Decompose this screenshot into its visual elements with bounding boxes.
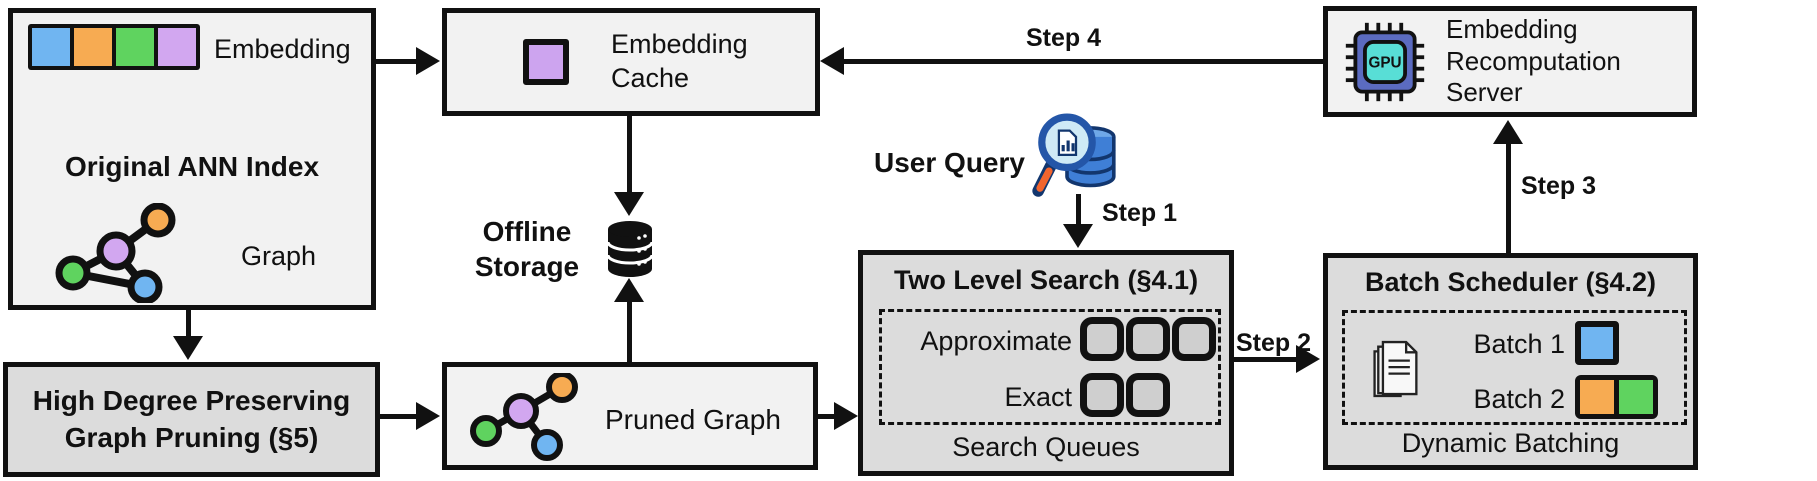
arrow-pruned-graph-to-search bbox=[816, 414, 838, 419]
batch2-squares bbox=[1575, 375, 1658, 419]
dynamic-batching-panel: Batch 1 Batch 2 bbox=[1342, 310, 1687, 425]
queue-slot bbox=[1126, 373, 1170, 417]
arrowhead bbox=[614, 192, 644, 216]
arrow-step3 bbox=[1506, 142, 1511, 253]
arrow-step2 bbox=[1232, 357, 1300, 362]
ann-index-title: Original ANN Index bbox=[64, 151, 320, 182]
graph-pruning-title: High Degree Preserving Graph Pruning (§5… bbox=[32, 385, 351, 453]
dynamic-batching-footer: Dynamic Batching bbox=[1401, 428, 1620, 458]
user-query-label: User Query bbox=[874, 147, 1025, 178]
arrowhead bbox=[173, 336, 203, 360]
exact-label: Exact bbox=[1004, 382, 1072, 412]
arrowhead bbox=[614, 278, 644, 302]
arrow-pruned-graph-to-storage bbox=[627, 300, 632, 362]
arrowhead bbox=[416, 47, 440, 75]
embedding-vector-icon bbox=[28, 24, 200, 70]
search-queues-panel: Approximate Exact bbox=[879, 309, 1221, 425]
arrow-step4 bbox=[842, 59, 1323, 64]
batch1-label: Batch 1 bbox=[1473, 329, 1565, 359]
arrowhead bbox=[834, 402, 858, 430]
batch2-square-green bbox=[1619, 380, 1653, 414]
arrow-cache-to-storage bbox=[627, 114, 632, 196]
graph-icon bbox=[470, 373, 578, 461]
embedding-label: Embedding bbox=[214, 34, 351, 64]
magnifier-database-icon bbox=[1032, 113, 1116, 197]
graph-icon bbox=[55, 203, 176, 303]
embedding-cell-purple bbox=[158, 28, 196, 66]
embedding-cache-title: Embedding Cache bbox=[611, 29, 748, 93]
embedding-cell-orange bbox=[74, 28, 112, 66]
offline-storage-label: Offline Storage bbox=[474, 216, 580, 282]
gpu-chip-icon: GPU bbox=[1345, 22, 1425, 101]
queue-slot bbox=[1080, 373, 1124, 417]
step3-label: Step 3 bbox=[1521, 172, 1597, 200]
graph-pruning-box: High Degree Preserving Graph Pruning (§5… bbox=[3, 362, 380, 477]
queue-slot bbox=[1172, 317, 1216, 361]
arrowhead bbox=[1296, 345, 1320, 373]
arrowhead bbox=[416, 402, 440, 430]
database-icon bbox=[606, 221, 654, 277]
arrowhead bbox=[1493, 120, 1523, 144]
arrowhead bbox=[1063, 224, 1093, 248]
embedding-cache-box: Embedding Cache bbox=[442, 8, 820, 116]
two-level-search-box: Two Level Search (§4.1) Approximate Exac… bbox=[858, 250, 1234, 476]
pruned-graph-box: Pruned Graph bbox=[442, 362, 818, 470]
pruned-graph-label: Pruned Graph bbox=[605, 404, 781, 435]
original-ann-index-box: Embedding Original ANN Index Graph bbox=[8, 8, 376, 310]
step1-label: Step 1 bbox=[1102, 199, 1178, 227]
embedding-cell-blue bbox=[32, 28, 70, 66]
exact-queue-slots bbox=[1080, 373, 1170, 417]
step4-label: Step 4 bbox=[1026, 24, 1102, 52]
queue-slot bbox=[1080, 317, 1124, 361]
cached-embedding-icon bbox=[523, 39, 569, 85]
batch1-square-blue bbox=[1575, 321, 1619, 365]
step2-label: Step 2 bbox=[1236, 329, 1312, 357]
approximate-queue-slots bbox=[1080, 317, 1216, 361]
batch-scheduler-title: Batch Scheduler (§4.2) bbox=[1364, 267, 1657, 297]
arrow-ann-to-pruning bbox=[186, 308, 191, 339]
arrow-ann-to-cache bbox=[376, 59, 420, 64]
arrowhead bbox=[820, 47, 844, 75]
graph-label: Graph bbox=[241, 241, 317, 271]
batch-scheduler-box: Batch Scheduler (§4.2) Batch 1 Batch 2 D… bbox=[1323, 253, 1698, 470]
embedding-cell-green bbox=[116, 28, 154, 66]
queue-slot bbox=[1126, 317, 1170, 361]
batch2-square-orange bbox=[1580, 380, 1614, 414]
gpu-label: GPU bbox=[1368, 54, 1401, 71]
arrow-step1 bbox=[1076, 194, 1081, 226]
search-queues-footer: Search Queues bbox=[952, 432, 1140, 462]
recomputation-server-title: Embedding Recomputation Server bbox=[1446, 13, 1621, 108]
recomputation-server-box: GPU Embedding Recomputation Server bbox=[1323, 6, 1697, 117]
two-level-search-title: Two Level Search (§4.1) bbox=[893, 265, 1199, 295]
batch2-label: Batch 2 bbox=[1473, 384, 1565, 414]
documents-icon bbox=[1373, 340, 1418, 398]
approximate-label: Approximate bbox=[920, 326, 1072, 356]
arrow-pruning-to-pruned-graph bbox=[378, 414, 420, 419]
